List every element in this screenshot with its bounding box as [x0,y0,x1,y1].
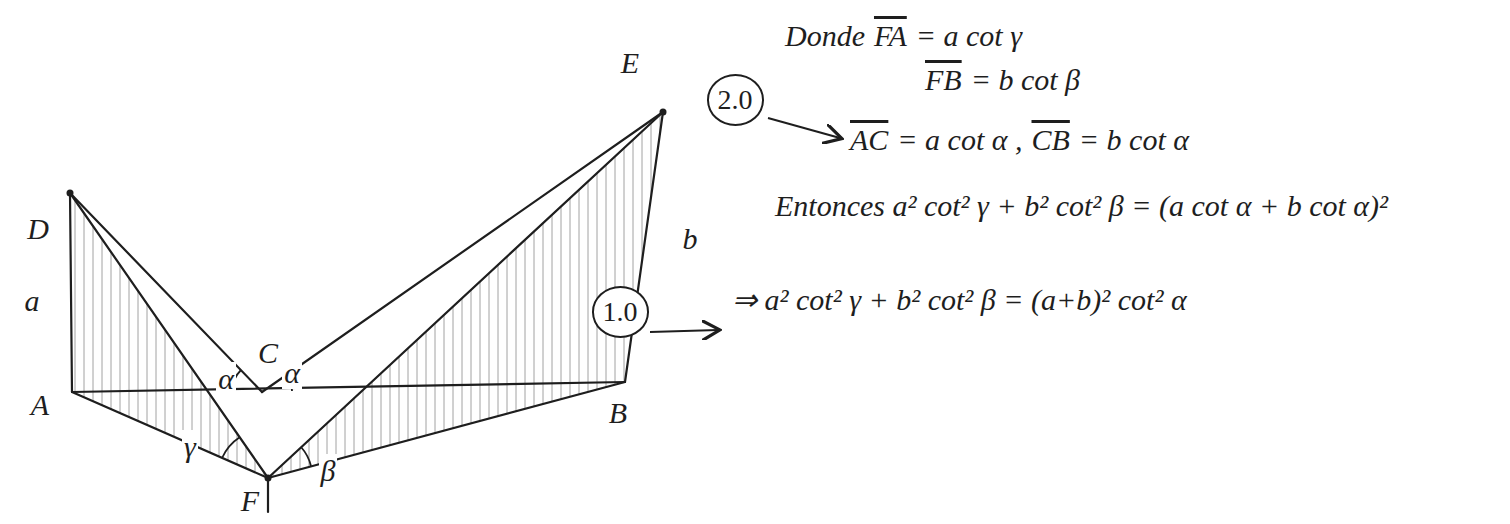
score-text: 1.0 [603,296,638,328]
figure-label: B [607,396,629,429]
edges-of-figure [70,112,663,512]
score-text: 2.0 [718,84,753,116]
segment-name: FA [874,18,907,54]
equation-line: DondeFA= a cot γ [785,18,1022,54]
figure-label: b [681,222,700,255]
equation-text: = a cot α , [897,122,1022,158]
figure-label: γ [182,430,198,463]
segment-name: FB [925,62,962,98]
hatched-planes [70,112,663,478]
figure-label: a [23,284,42,317]
figure-label: C [256,336,280,369]
equation-text: ⇒ a² cot² γ + b² cot² β = (a+b)² cot² α [732,282,1187,318]
figure-label: β [319,454,338,487]
equation-text: Entonces a² cot² γ + b² cot² β = (a cot … [775,188,1388,224]
equation-text: = b cot β [971,62,1080,98]
figure-label: α [282,356,302,389]
segment-name: CB [1032,122,1070,158]
equation-line: Entonces a² cot² γ + b² cot² β = (a cot … [775,188,1388,224]
equation-line: ⇒ a² cot² γ + b² cot² β = (a+b)² cot² α [732,282,1187,318]
equation-line: AC= a cot α , CB= b cot α [850,122,1189,158]
figure-label: A [29,388,51,421]
equation-line: FB= b cot β [925,62,1080,98]
equation-text: Donde [785,18,865,54]
figure-label: F [239,484,261,517]
circled-score: 2.0 [707,74,764,125]
points [67,109,667,482]
figure-label: α [216,362,236,395]
circled-score: 1.0 [592,286,649,337]
equation-text: = a cot γ [916,18,1022,54]
segment-name: AC [850,122,888,158]
equation-text: = b cot α [1079,122,1189,158]
figure-label: D [25,212,51,245]
figure-label: E [619,46,641,79]
